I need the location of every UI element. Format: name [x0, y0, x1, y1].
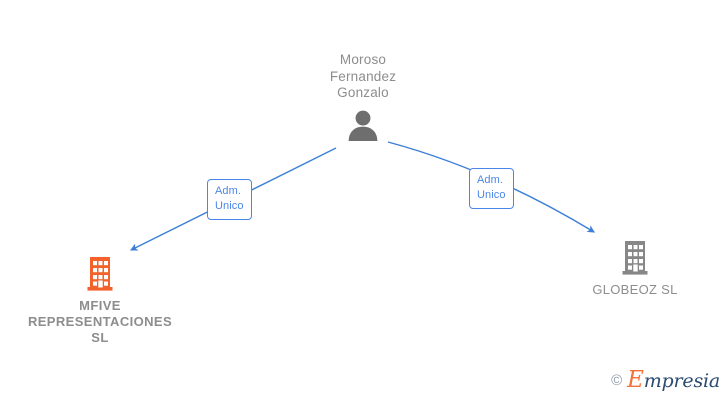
building-icon	[620, 240, 650, 276]
node-company-mfive[interactable]: MFIVE REPRESENTACIONES SL	[5, 256, 195, 346]
person-name-label: Moroso Fernandez Gonzalo	[329, 52, 397, 100]
edge-label-adm-unico-left[interactable]: Adm. Unico	[207, 179, 252, 220]
node-person[interactable]: Moroso Fernandez Gonzalo	[283, 52, 443, 142]
copyright-icon: ©	[611, 372, 623, 389]
watermark: © Empresia	[611, 369, 720, 392]
node-company-globeoz[interactable]: GLOBEOZ SL	[570, 240, 700, 298]
person-icon	[346, 108, 380, 142]
edge-label-adm-unico-right[interactable]: Adm. Unico	[469, 168, 514, 209]
brand-initial: E	[627, 367, 644, 393]
company-name-label-mfive: MFIVE REPRESENTACIONES SL	[27, 298, 173, 345]
brand-rest: mpresia	[643, 370, 720, 392]
brand-logo-empresia: Empresia	[627, 369, 720, 392]
company-name-label-globeoz: GLOBEOZ SL	[592, 282, 678, 297]
building-icon	[85, 256, 115, 292]
